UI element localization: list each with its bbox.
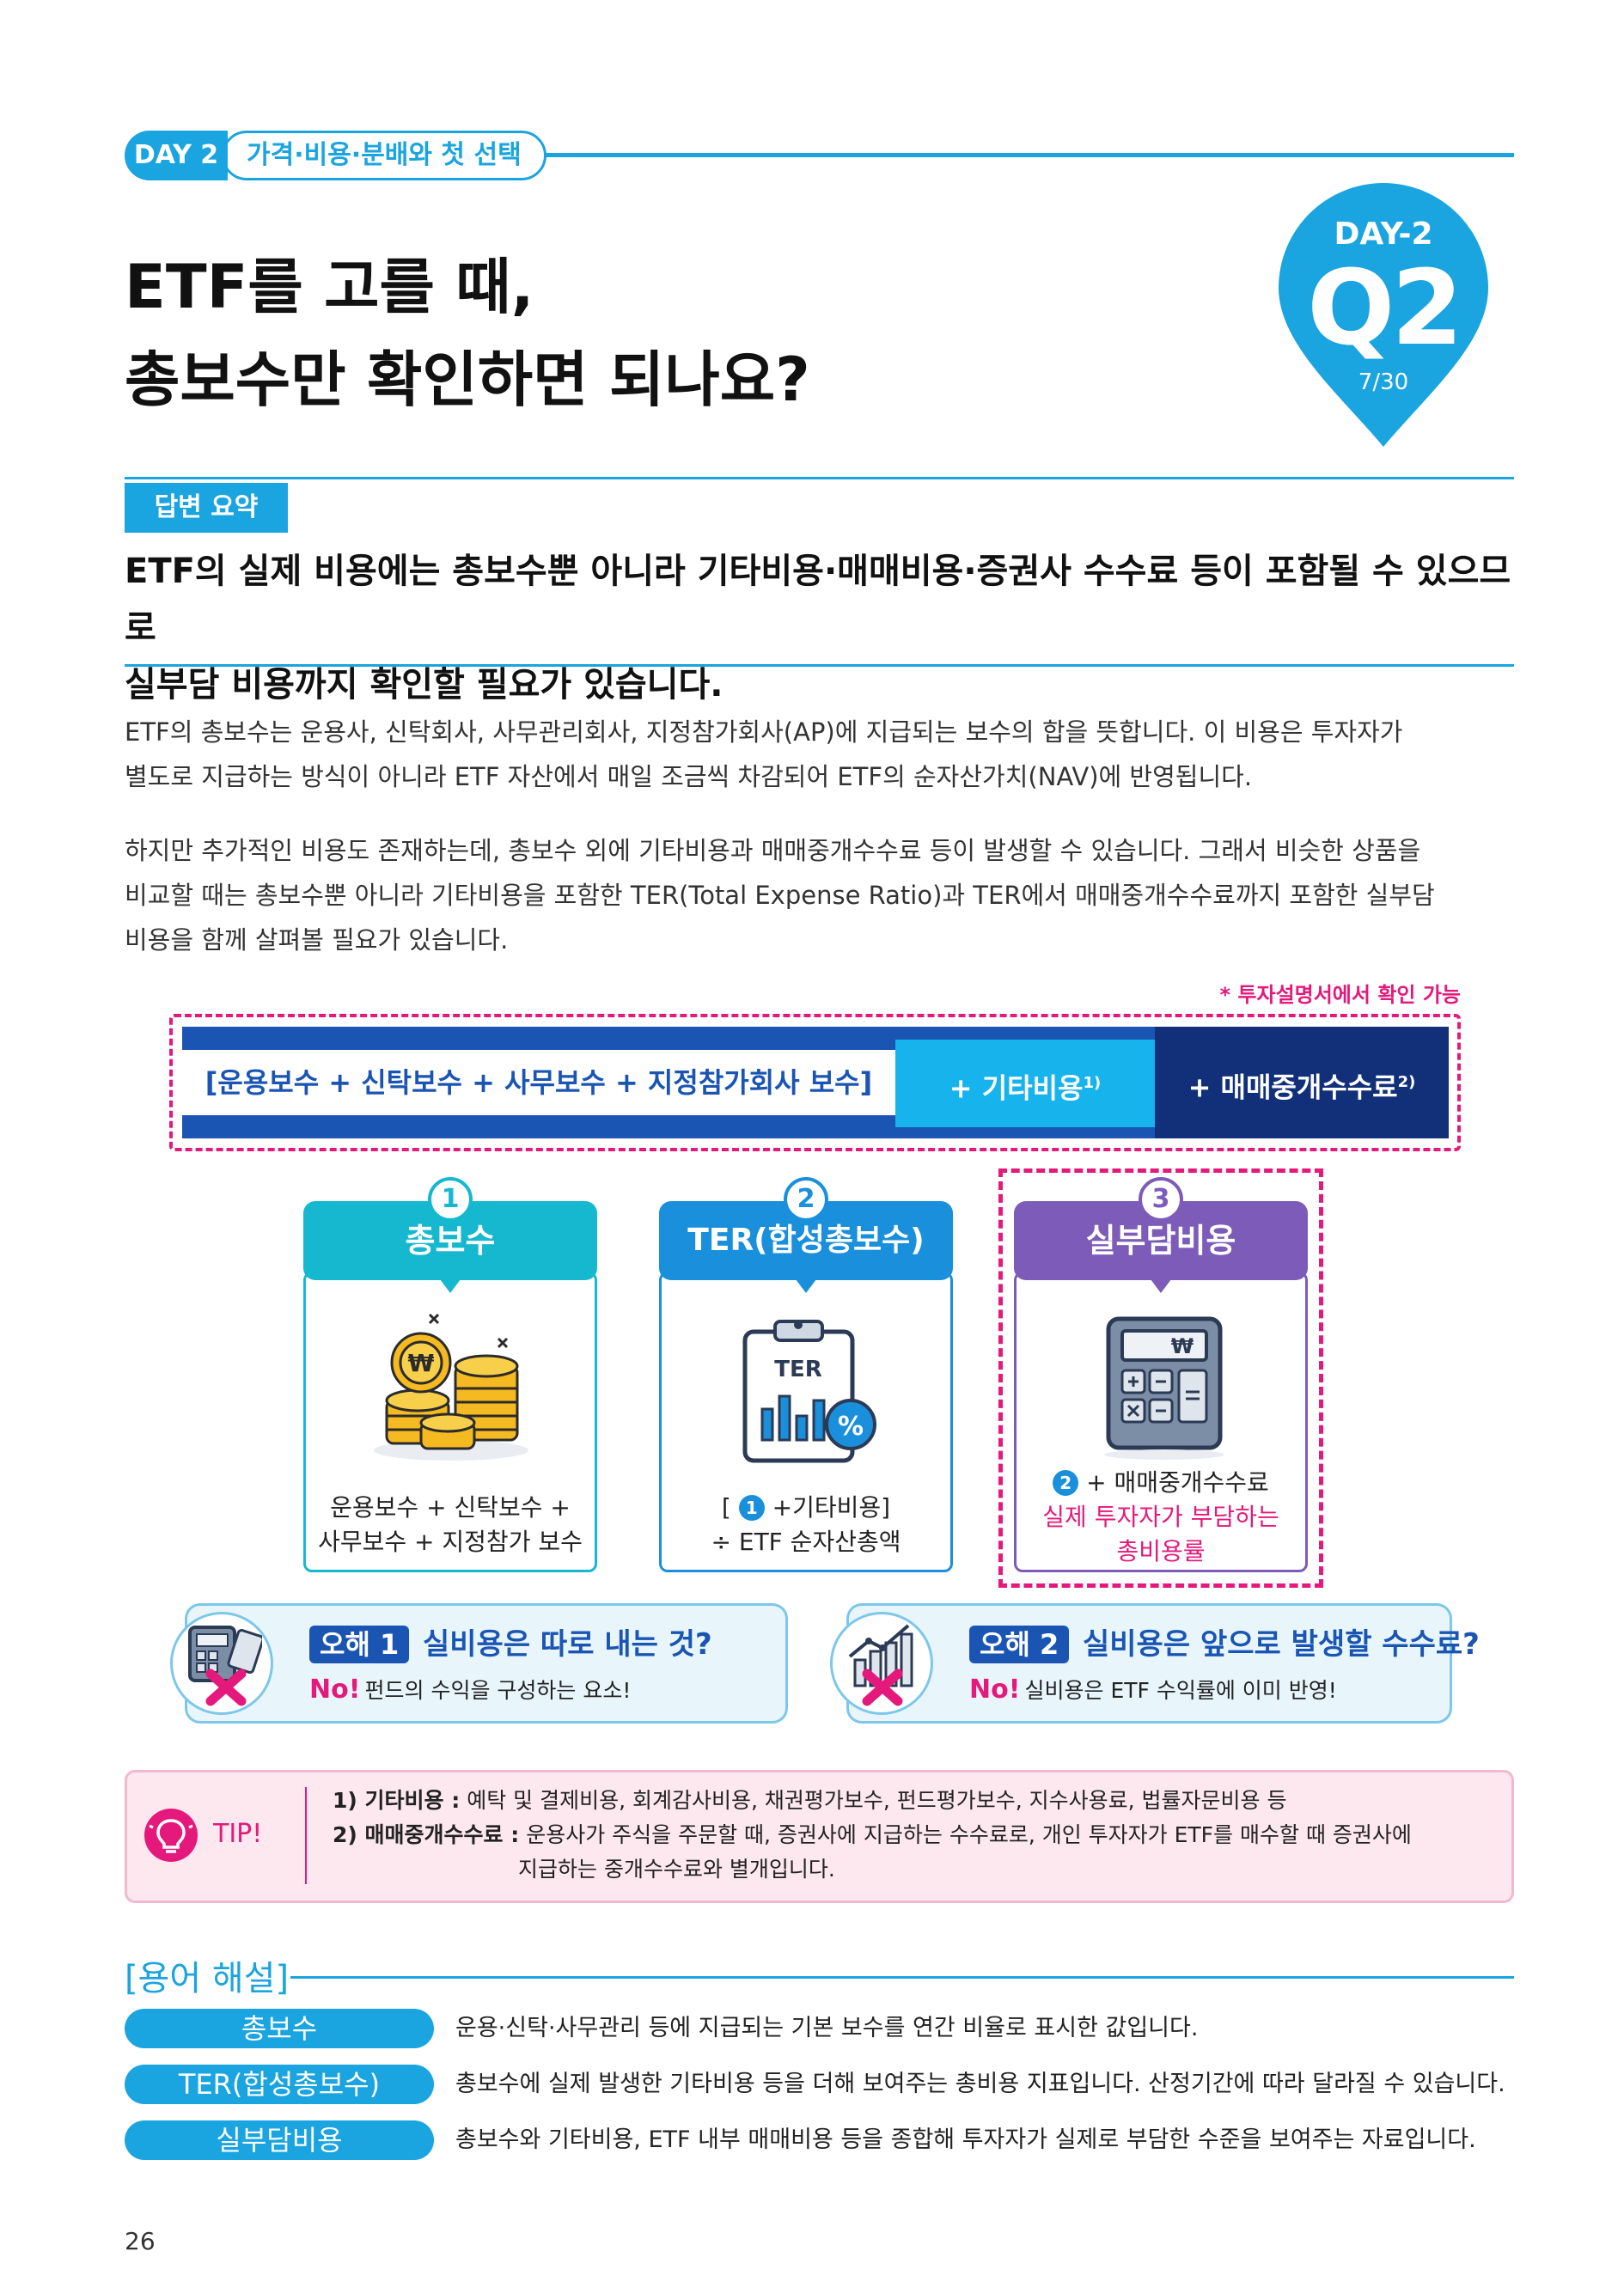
card-3-description: 2 + 매매중개수수료 실제 투자자가 부담하는 총비용률 [1018, 1466, 1303, 1569]
glossary-term-total-fee: 총보수 [125, 2009, 434, 2048]
title-line-1: ETF를 고를 때, [125, 252, 534, 322]
body-p2-line-2: 비교할 때는 총보수뿐 아니라 기타비용을 포함한 TER(Total Expe… [125, 881, 1435, 910]
card-3-brokerage: + 매매중개수수료 [1086, 1468, 1269, 1497]
card-3-line-2: 실제 투자자가 부담하는 [1042, 1503, 1279, 1531]
lightbulb-icon [144, 1809, 198, 1862]
answer-text: 실비용은 ETF 수익률에 이미 반영! [1024, 1678, 1337, 1703]
body-paragraph-1: ETF의 총보수는 운용사, 신탁회사, 사무관리회사, 지정참가회사(AP)에… [125, 710, 1514, 799]
coins-icon: ₩ [374, 1313, 528, 1461]
card-1-line-2: 사무보수 + 지정참가 보수 [318, 1528, 583, 1556]
body-p1-line-2: 별도로 지급하는 방식이 아니라 ETF 자산에서 매일 조금씩 차감되어 ET… [125, 762, 1253, 791]
card-2-other-expenses: +기타비용] [772, 1493, 891, 1522]
tip-item-2-term: 2) 매매중개수수료 : [333, 1822, 520, 1847]
tip-item-2-desc: 운용사가 주식을 주문할 때, 증권사에 지급하는 수수료로, 개인 투자자가 … [526, 1822, 1412, 1847]
calculator-icon: ₩ [1104, 1316, 1224, 1460]
misconception-1-tag: 오해 1 [309, 1626, 410, 1663]
body-p2-line-3: 비용을 함께 살펴볼 필요가 있습니다. [125, 925, 509, 955]
calculator-cross-icon [188, 1626, 262, 1706]
card-1-number: 1 [428, 1177, 473, 1222]
misconception-2-tag: 오해 2 [969, 1626, 1070, 1663]
card-2-number: 2 [784, 1177, 828, 1222]
clipboard-chart-icon: TER % [742, 1320, 876, 1463]
prospectus-note: * 투자설명서에서 확인 가능 [1219, 983, 1462, 1007]
ter-icon-label: TER [774, 1357, 822, 1382]
percent-icon-label: % [838, 1412, 864, 1442]
misconception-1 [185, 1603, 788, 1724]
card-1-description: 운용보수 + 신탁보수 + 사무보수 + 지정참가 보수 [308, 1491, 593, 1559]
tip-item-1: 1) 기타비용 : 예탁 및 결제비용, 회계감사비용, 채권평가보수, 펀드평… [333, 1784, 1501, 1818]
card-3-pointer [1148, 1276, 1174, 1293]
glossary-term-ter: TER(합성총보수) [125, 2065, 434, 2104]
badge-question: Q2 [1307, 249, 1463, 369]
misconception-2-question: 실비용은 앞으로 발생할 수수료? [1083, 1627, 1480, 1662]
body-paragraph-2: 하지만 추가적인 비용도 존재하는데, 총보수 외에 기타비용과 매매중개수수료… [125, 828, 1514, 962]
other-expenses-label: + 기타비용 [949, 1071, 1084, 1105]
page-title: ETF를 고를 때, 총보수만 확인하면 되나요? [125, 241, 810, 426]
svg-text:₩: ₩ [408, 1349, 435, 1377]
body-p2-line-1: 하지만 추가적인 비용도 존재하는데, 총보수 외에 기타비용과 매매중개수수료… [125, 836, 1421, 865]
misconception-1-question: 실비용은 따로 내는 것? [423, 1627, 712, 1662]
card-1-line-1: 운용보수 + 신탁보수 + [330, 1493, 571, 1522]
misconception-1-answer: No! 펀드의 수익을 구성하는 요소! [309, 1674, 631, 1705]
summary-text: ETF의 실제 비용에는 총보수뿐 아니라 기타비용·매매비용·증권사 수수료 … [125, 543, 1514, 713]
title-line-2: 총보수만 확인하면 되나요? [125, 345, 810, 415]
other-expenses-footnote: 1) [1083, 1074, 1102, 1092]
badge-day: DAY-2 [1334, 217, 1433, 252]
day-topic: 가격·비용·분배와 첫 선택 [222, 131, 546, 180]
question-badge-pin-icon [1279, 183, 1488, 447]
card-3-line-3: 총비용률 [1116, 1537, 1206, 1565]
summary-line-1: ETF의 실제 비용에는 총보수뿐 아니라 기타비용·매매비용·증권사 수수료 … [125, 552, 1511, 648]
summary-top-rule [125, 477, 1514, 479]
glossary-rule [290, 1976, 1514, 1979]
badge-page: 7/30 [1358, 369, 1409, 395]
tip-box [125, 1770, 1514, 1903]
card-2-description: [ 1 +기타비용] ÷ ETF 순자산총액 [663, 1491, 949, 1559]
tip-item-2-continued: 지급하는 중개수수료와 별개입니다. [518, 1857, 835, 1882]
misconception-2 [846, 1603, 1452, 1724]
card-3-number: 3 [1139, 1177, 1183, 1222]
card-2-line-1: [ 1 +기타비용] [663, 1491, 949, 1525]
summary-bottom-rule [125, 664, 1514, 667]
summary-tag: 답변 요약 [125, 483, 288, 533]
misconception-2-answer: No! 실비용은 ETF 수익률에 이미 반영! [969, 1674, 1337, 1705]
glossary-def-actual-cost: 총보수와 기타비용, ETF 내부 매매비용 등을 종합해 투자자가 실제로 부… [455, 2126, 1476, 2153]
ref-number-2: 2 [1053, 1470, 1079, 1496]
cost-bar-other-expenses: + 기타비용1) [895, 1040, 1155, 1127]
card-1-pointer [437, 1276, 463, 1293]
glossary-title: [용어 해설] [125, 1959, 290, 1998]
day-label: DAY 2 [125, 131, 228, 180]
tip-item-1-term: 1) 기타비용 : [333, 1788, 461, 1813]
body-p1-line-1: ETF의 총보수는 운용사, 신탁회사, 사무관리회사, 지정참가회사(AP)에… [125, 717, 1403, 747]
tip-label: TIP! [213, 1819, 263, 1849]
card-2-pointer [793, 1276, 819, 1293]
card-ter-title: TER(합성총보수) [659, 1201, 953, 1280]
summary-line-2: 실부담 비용까지 확인할 필요가 있습니다. [125, 665, 723, 705]
tip-item-1-desc: 예탁 및 결제비용, 회계감사비용, 채권평가보수, 펀드평가보수, 지수사용료… [467, 1788, 1287, 1813]
answer-text: 펀드의 수익을 구성하는 요소! [364, 1678, 632, 1703]
cost-bar-total-fee: [운용보수 + 신탁보수 + 사무보수 + 지정참가회사 보수] [182, 1050, 895, 1115]
bracket-open: [ [721, 1493, 731, 1522]
no-label: No! [969, 1675, 1021, 1705]
glossary-term-actual-cost: 실부담비용 [125, 2120, 434, 2160]
svg-text:₩: ₩ [1171, 1334, 1194, 1358]
card-3-dashed-frame [998, 1168, 1323, 1588]
page-number: 26 [125, 2227, 156, 2255]
tip-item-2: 2) 매매중개수수료 : 운용사가 주식을 주문할 때, 증권사에 지급하는 수… [333, 1818, 1501, 1852]
ref-number-1: 1 [738, 1495, 765, 1521]
cost-bar-brokerage: + 매매중개수수료2) [1155, 1027, 1449, 1138]
brokerage-footnote: 2) [1397, 1073, 1416, 1091]
rising-chart-cross-icon [848, 1624, 913, 1706]
card-total-fee [303, 1272, 597, 1572]
card-2-line-2: ÷ ETF 순자산총액 [711, 1528, 901, 1556]
glossary-def-total-fee: 운용·신탁·사무관리 등에 지급되는 기본 보수를 연간 비율로 표시한 값입니… [455, 2015, 1199, 2041]
card-3-line-1: 2 + 매매중개수수료 [1018, 1466, 1303, 1500]
brokerage-label: + 매매중개수수료 [1187, 1071, 1398, 1104]
no-label: No! [309, 1675, 361, 1705]
tip-divider [305, 1787, 307, 1884]
cost-bar-dashed-frame [169, 1014, 1461, 1151]
header-rule [516, 153, 1514, 157]
glossary-def-ter: 총보수에 실제 발생한 기타비용 등을 더해 보여주는 총비용 지표입니다. 산… [455, 2071, 1505, 2097]
